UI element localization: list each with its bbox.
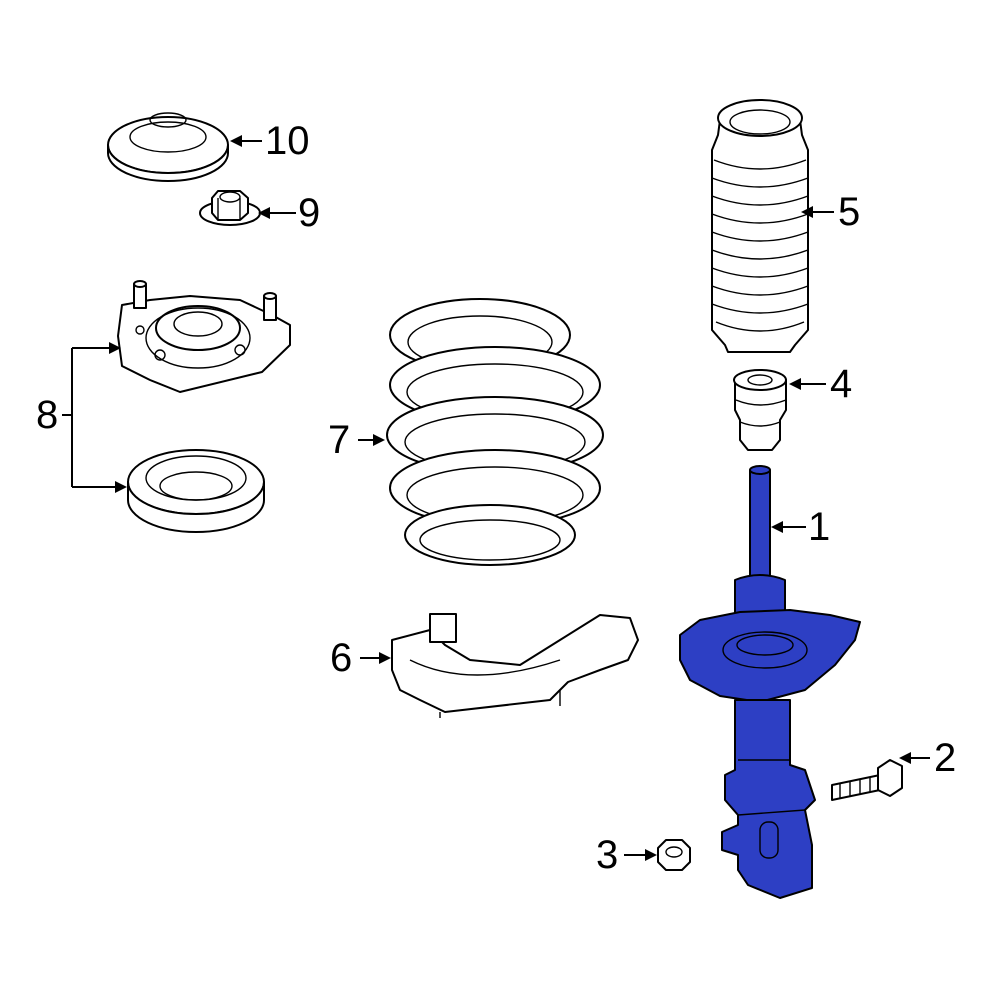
part-7-coil-spring [386, 298, 604, 566]
part-5-dust-boot [711, 99, 809, 353]
part-4-bump-stop [733, 369, 787, 451]
callout-5: 5 [838, 190, 860, 234]
callout-10: 10 [265, 119, 310, 163]
callout-9: 9 [298, 191, 320, 235]
part-9-nut [199, 190, 261, 226]
leader-lines [62, 135, 930, 861]
part-2-bolt [831, 759, 903, 801]
callout-7: 7 [328, 418, 350, 462]
part-8-upper-mount [117, 280, 291, 533]
callout-8: 8 [36, 393, 58, 437]
callout-3: 3 [596, 833, 618, 877]
part-3-nut [657, 839, 691, 871]
part-6-spring-seat [391, 613, 639, 718]
callout-4: 4 [830, 362, 852, 406]
callout-1: 1 [808, 505, 830, 549]
part-10-insulator [107, 112, 229, 182]
callout-2: 2 [934, 736, 956, 780]
callout-6: 6 [330, 636, 352, 680]
part-1-strut [679, 465, 861, 899]
callout-numbers: 10 9 8 7 6 5 4 1 2 3 [36, 119, 956, 877]
